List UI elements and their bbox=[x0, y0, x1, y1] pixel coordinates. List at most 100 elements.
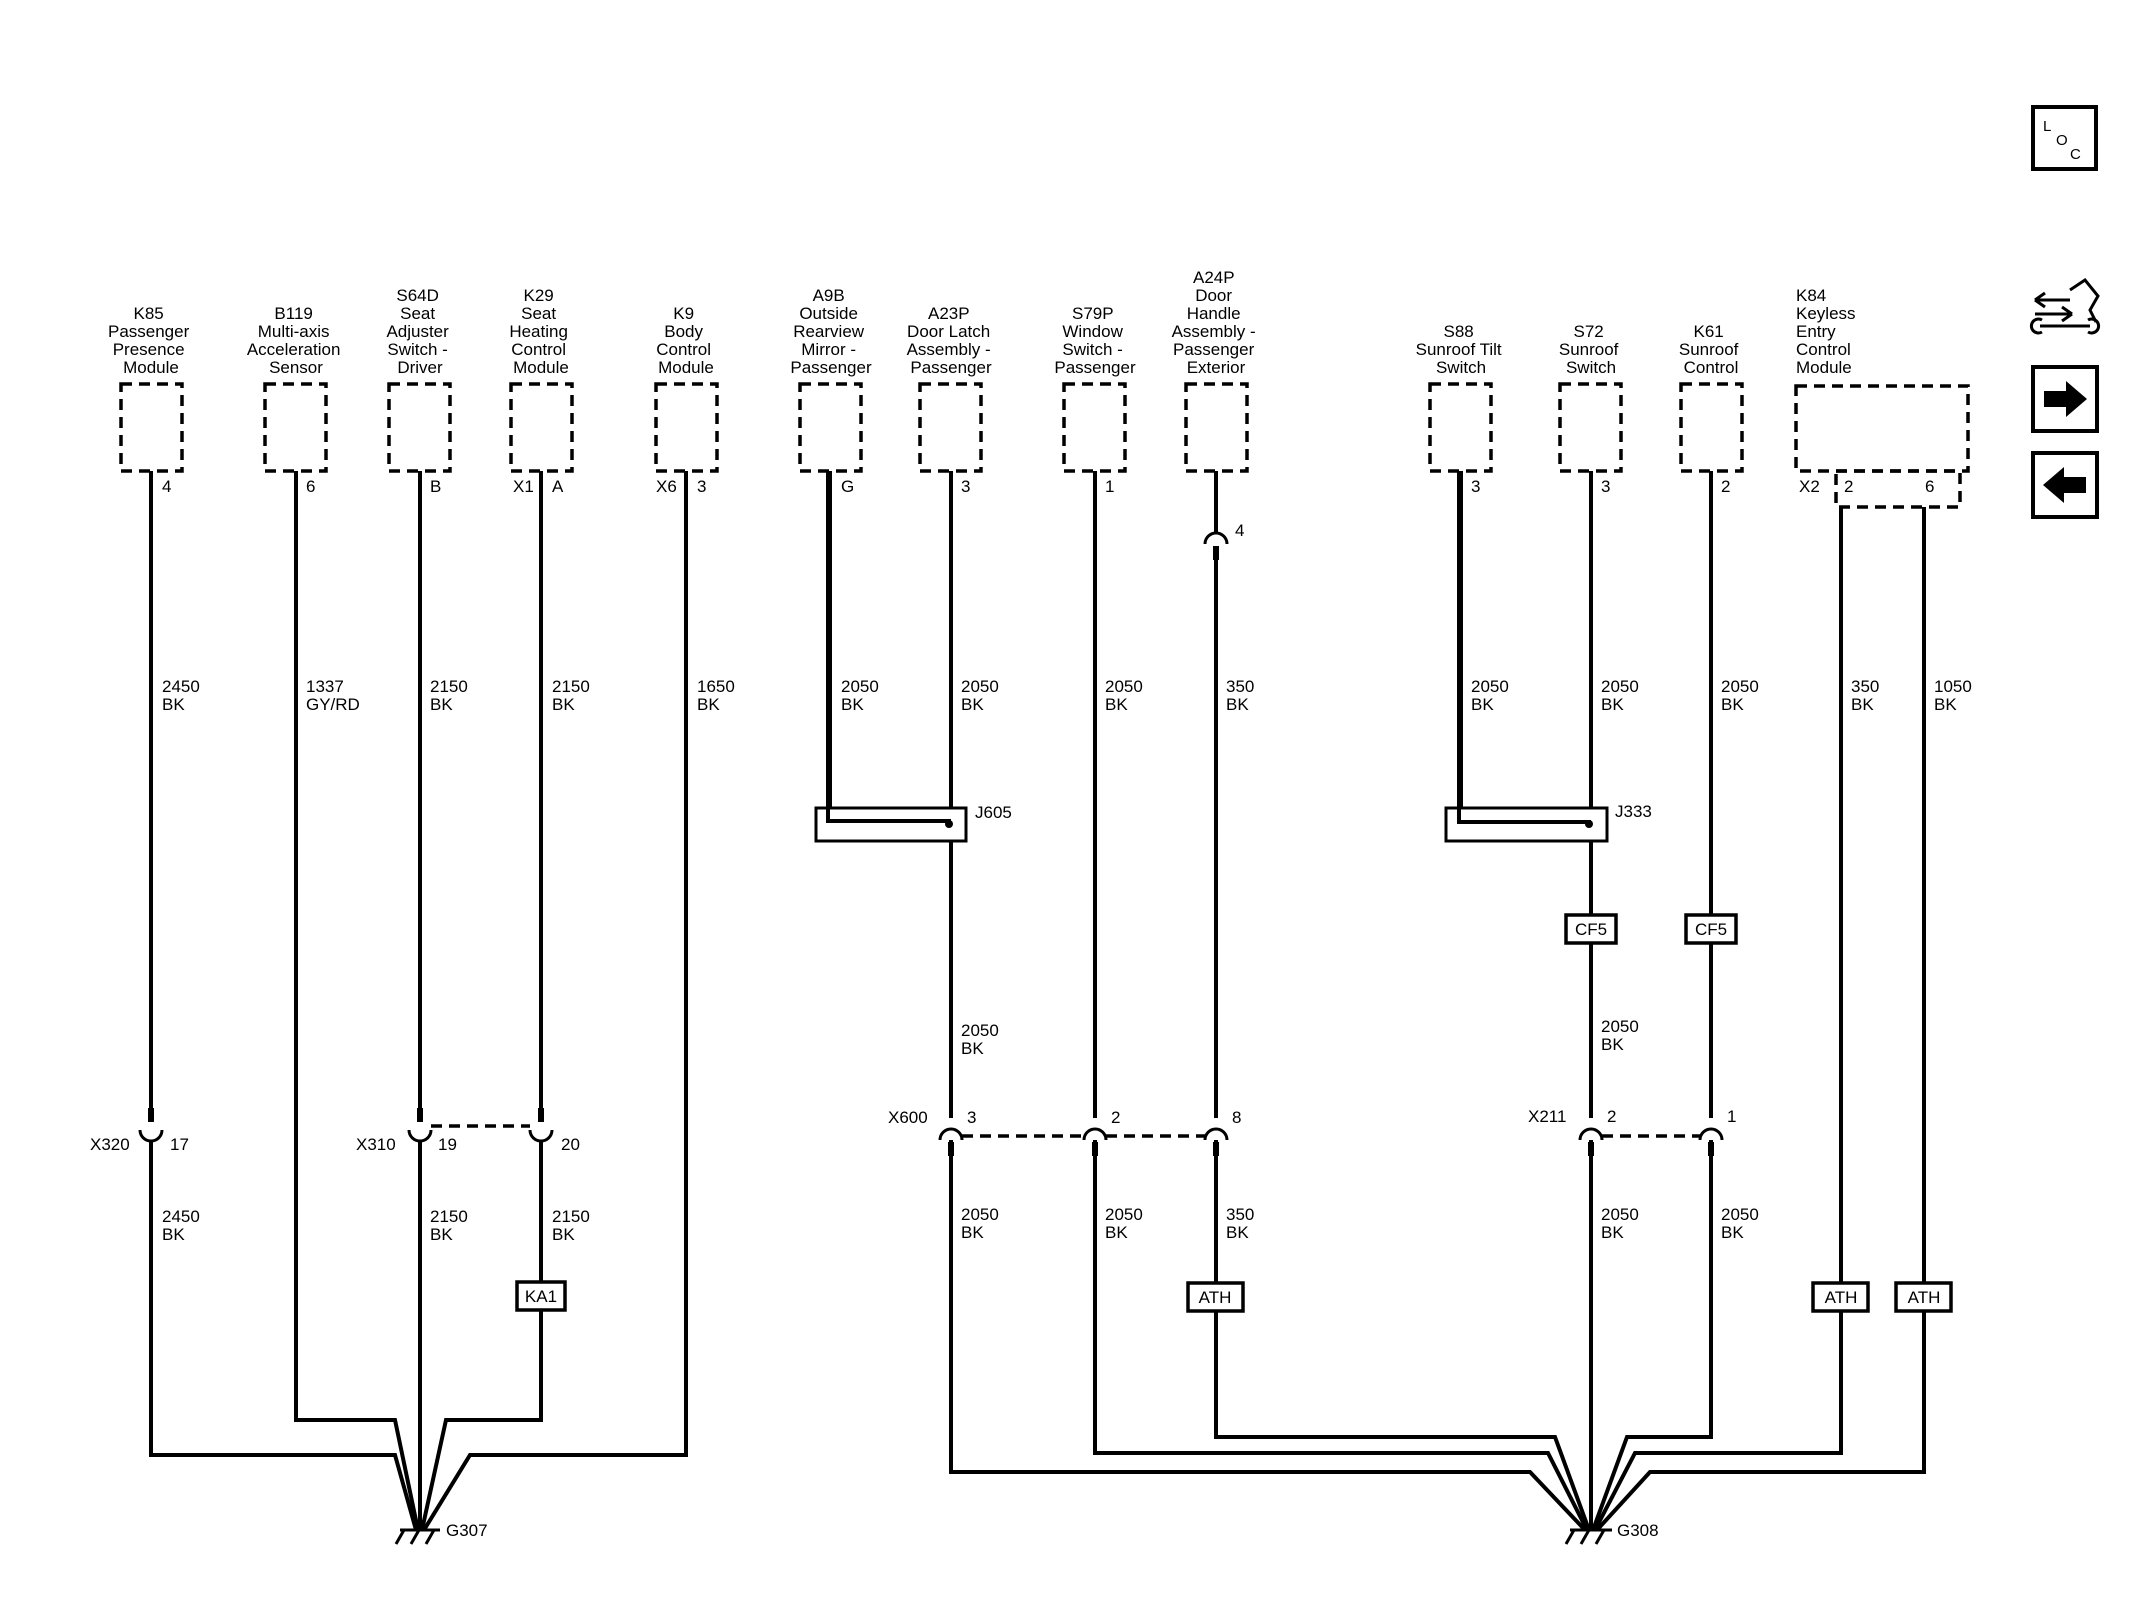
component-k61-label: K61 Sunroof Control bbox=[1679, 322, 1743, 377]
pin-label: 2 bbox=[1844, 477, 1853, 496]
component-a9b-box bbox=[798, 382, 863, 473]
pin-label: 4 bbox=[162, 477, 171, 496]
wire-a9b bbox=[828, 471, 951, 823]
splice-j605: J605 bbox=[814, 471, 1012, 843]
diagnostic-tool-icon[interactable] bbox=[2029, 277, 2101, 335]
wire-k9 bbox=[422, 471, 688, 1532]
pin-label: 2 bbox=[1111, 1108, 1120, 1127]
tag-ka1: KA1 bbox=[525, 1287, 557, 1306]
component-s88-box bbox=[1428, 382, 1493, 473]
splice-label: J333 bbox=[1615, 802, 1652, 821]
connector-label: X320 bbox=[90, 1135, 130, 1154]
pin-label: 8 bbox=[1232, 1108, 1241, 1127]
component-a23p-label: A23P Door Latch Assembly - Passenger bbox=[907, 304, 996, 377]
ground-g307: G307 bbox=[394, 1521, 488, 1545]
connector-x320: X320 17 bbox=[90, 1108, 189, 1154]
tag-ath: ATH bbox=[1199, 1288, 1232, 1307]
component-k61-box bbox=[1679, 382, 1744, 473]
ground-label: G307 bbox=[446, 1521, 488, 1540]
pin-labels: 4 6 B X1 A X6 3 G 3 1 4 3 3 2 X2 2 6 bbox=[162, 477, 1934, 540]
component-b119-box bbox=[263, 382, 328, 473]
component-s79p-label: S79P Window Switch - Passenger bbox=[1054, 304, 1136, 377]
component-k29-label: K29 Seat Heating Control Module bbox=[509, 286, 572, 377]
tag-ath: ATH bbox=[1825, 1288, 1858, 1307]
wire-s79p bbox=[1093, 471, 1589, 1531]
component-k29-box bbox=[509, 382, 574, 473]
connector-label: X211 bbox=[1528, 1107, 1566, 1126]
connector-x310: X310 19 20 bbox=[356, 1108, 580, 1154]
pin-label: X6 bbox=[656, 477, 677, 496]
component-a24p-label: A24P Door Handle Assembly - Passenger Ex… bbox=[1172, 268, 1261, 377]
wires bbox=[149, 471, 1926, 1532]
component-s64d-box bbox=[387, 382, 452, 473]
component-a9b-label: A9B Outside Rearview Mirror - Passenger bbox=[790, 286, 872, 377]
pin-label: 1 bbox=[1727, 1107, 1736, 1126]
pin-label: B bbox=[430, 477, 441, 496]
pin-label: 17 bbox=[170, 1135, 189, 1154]
pin-label: 3 bbox=[1471, 477, 1480, 496]
arrow-right-icon bbox=[2044, 381, 2087, 417]
component-k85-label: K85 Passenger Presence Module bbox=[108, 304, 194, 377]
component-s88-label: S88 Sunroof Tilt Switch bbox=[1416, 322, 1507, 377]
pin-label: 3 bbox=[1601, 477, 1610, 496]
pin-label: 20 bbox=[561, 1135, 580, 1154]
component-a24p-box bbox=[1184, 382, 1249, 473]
loc-letter-c: C bbox=[2070, 146, 2081, 163]
pin-label: 2 bbox=[1721, 477, 1730, 496]
previous-page-button[interactable] bbox=[2031, 451, 2099, 519]
ground-label: G308 bbox=[1617, 1521, 1659, 1540]
arrow-left-icon bbox=[2043, 467, 2086, 503]
next-page-button[interactable] bbox=[2031, 365, 2099, 433]
component-a23p-box bbox=[918, 382, 983, 473]
loc-letter-l: L bbox=[2043, 118, 2051, 135]
tag-cf5: CF5 bbox=[1695, 920, 1727, 939]
tag-ath: ATH bbox=[1908, 1288, 1941, 1307]
ground-g308: G308 bbox=[1564, 1521, 1659, 1545]
component-k84-label: K84 Keyless Entry Control Module bbox=[1796, 286, 1860, 377]
connector-label: X600 bbox=[888, 1108, 928, 1127]
pin-label: 2 bbox=[1607, 1107, 1616, 1126]
splice-j333: J333 bbox=[1444, 471, 1652, 843]
component-s64d-label: S64D Seat Adjuster Switch - Driver bbox=[386, 286, 453, 377]
pin-label: X1 bbox=[513, 477, 534, 496]
connector-x600: X600 3 2 8 bbox=[888, 1108, 1241, 1156]
wire-a23p bbox=[949, 471, 1587, 1532]
tag-boxes: KA1 CF5 CF5 ATH ATH ATH bbox=[515, 913, 1953, 1313]
pin-label: A bbox=[552, 477, 564, 496]
pin-label: 6 bbox=[1925, 477, 1934, 496]
loc-button[interactable]: L O C bbox=[2031, 105, 2098, 171]
wire-k61 bbox=[1591, 471, 1713, 1531]
wire-s88 bbox=[1459, 471, 1591, 824]
component-boxes bbox=[119, 382, 1970, 509]
pin-label: 4 bbox=[1235, 521, 1244, 540]
pin-label: 1 bbox=[1105, 477, 1114, 496]
pin-label: 3 bbox=[697, 477, 706, 496]
loc-letter-o: O bbox=[2056, 132, 2068, 149]
pin-label: 6 bbox=[306, 477, 315, 496]
connector-x211: X211 2 1 bbox=[1528, 1107, 1736, 1156]
wire-k84-a bbox=[1593, 507, 1843, 1531]
connector-a24p-inline bbox=[1203, 531, 1229, 560]
pin-label: 19 bbox=[438, 1135, 457, 1154]
